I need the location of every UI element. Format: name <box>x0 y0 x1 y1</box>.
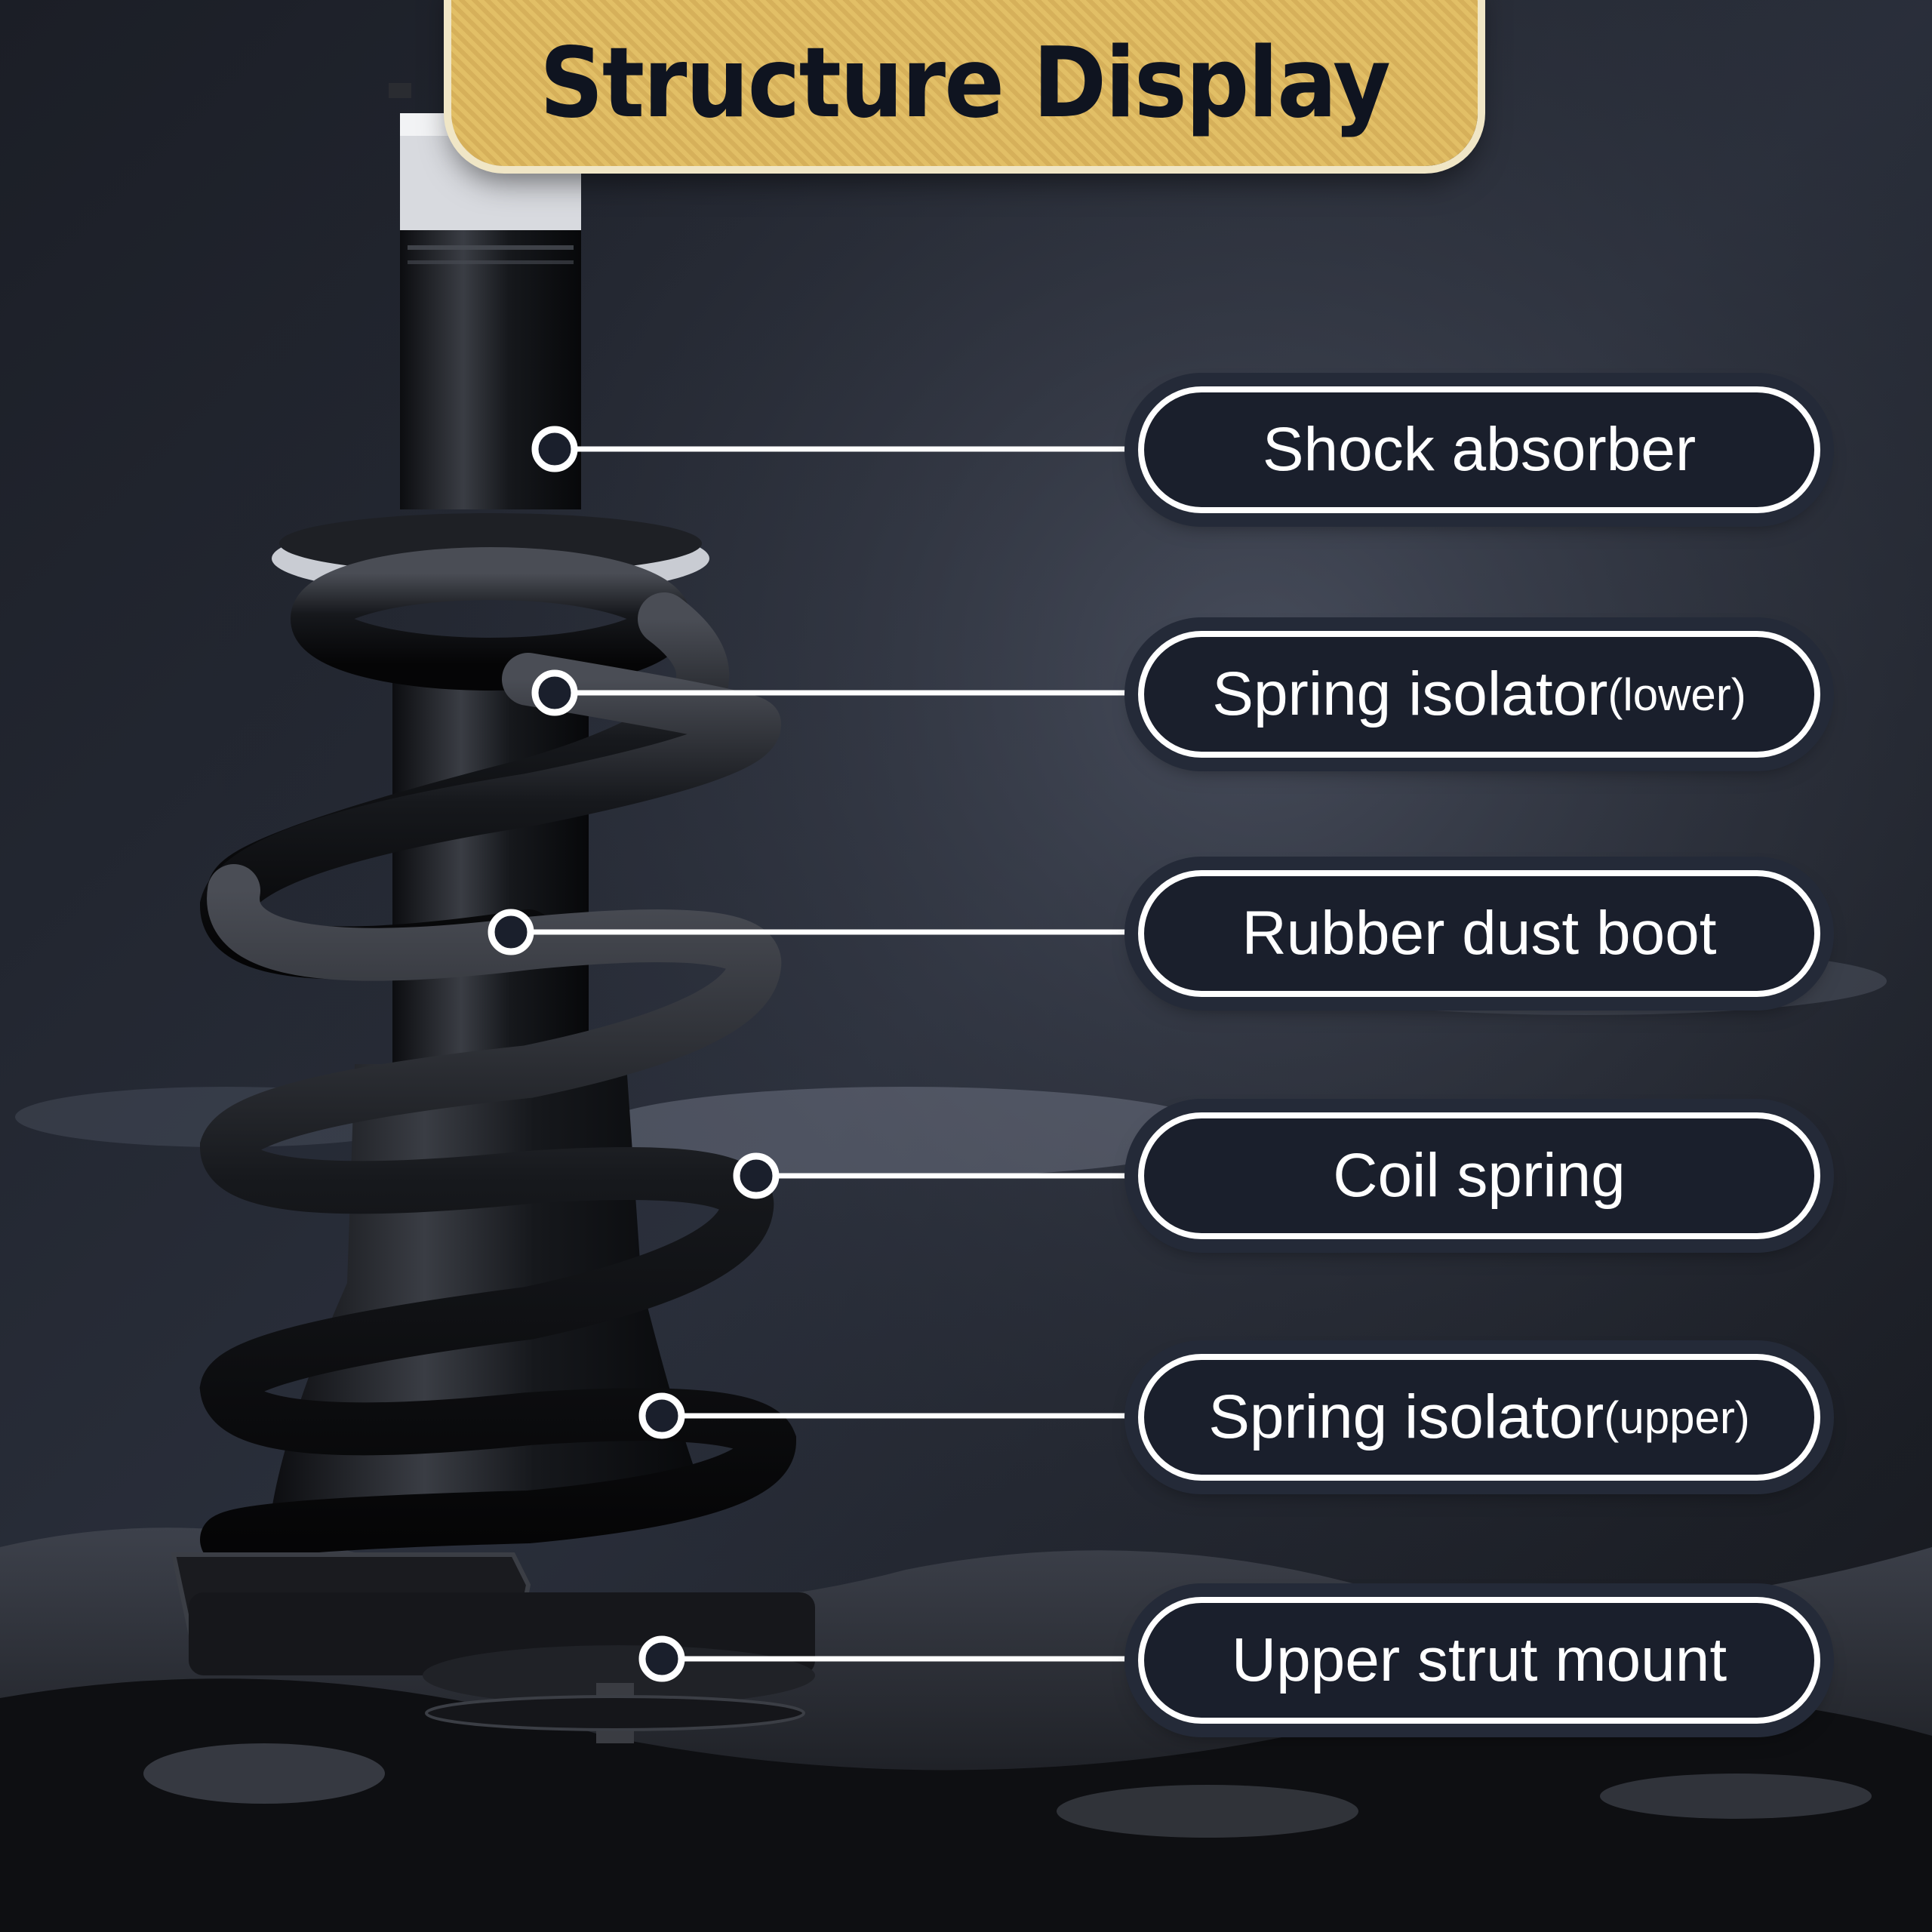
label-suffix: (upper) <box>1604 1392 1750 1443</box>
callout-dot <box>733 1152 780 1199</box>
label-spring-isolator-upper: Spring isolator(upper) <box>1138 1354 1820 1481</box>
label-text: Rubber dust boot <box>1241 899 1717 968</box>
title-banner: Structure Display <box>451 0 1478 166</box>
label-text: Upper strut mount <box>1231 1626 1727 1694</box>
label-upper-strut-mount: Upper strut mount <box>1138 1597 1820 1724</box>
label-shock-absorber: Shock absorber <box>1138 386 1820 513</box>
label-rubber-dust-boot: Rubber dust boot <box>1138 870 1820 997</box>
label-text: Coil spring <box>1333 1141 1626 1210</box>
callout-dot <box>531 669 578 716</box>
callout-dot <box>488 909 534 955</box>
callout-lines <box>488 426 1138 1682</box>
label-spring-isolator-lower: Spring isolator(lower) <box>1138 631 1820 758</box>
label-text: Spring isolator <box>1208 1383 1604 1451</box>
callout-dot <box>531 426 578 472</box>
page-title: Structure Display <box>539 26 1391 140</box>
label-suffix: (lower) <box>1607 669 1746 720</box>
label-text: Spring isolator <box>1212 660 1608 728</box>
label-text: Shock absorber <box>1262 415 1697 484</box>
callout-dot <box>638 1635 685 1682</box>
callout-dot <box>638 1392 685 1439</box>
label-coil-spring: Coil spring <box>1138 1112 1820 1239</box>
